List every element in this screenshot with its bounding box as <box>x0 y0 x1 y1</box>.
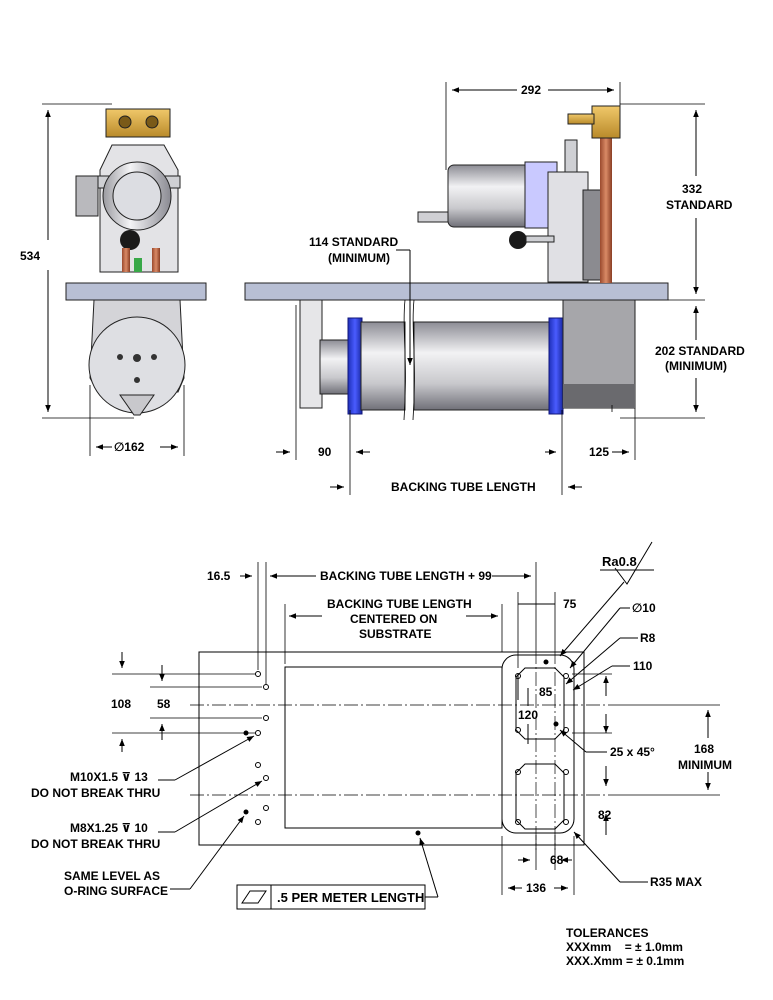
connector-box <box>75 175 99 217</box>
dim-125: 125 <box>589 445 609 459</box>
backing-tube-left <box>360 321 406 411</box>
tolerances-title: TOLERANCES <box>566 926 648 940</box>
dim-114-note: (MINIMUM) <box>328 251 390 265</box>
backing-tube-area <box>284 666 503 829</box>
dim-110: 110 <box>633 659 653 673</box>
dim-75: 75 <box>563 597 577 611</box>
dim-58: 58 <box>157 697 171 711</box>
side-housing <box>547 171 589 283</box>
lower-port <box>515 763 565 830</box>
dim-202-note: (MINIMUM) <box>665 359 727 373</box>
thread-m10-line1: M10X1.5 ⊽ 13 <box>70 770 148 784</box>
dim-85: 85 <box>539 685 553 699</box>
dim-534: 534 <box>20 249 40 263</box>
chamfer-label: 25 x 45° <box>610 745 655 759</box>
plan-view-dimensions: 16.5 BACKING TUBE LENGTH + 99 BACKING TU… <box>31 541 732 910</box>
upper-port <box>515 667 565 740</box>
dim-332-value: 332 <box>682 182 702 196</box>
same-level-line1: SAME LEVEL AS <box>64 869 160 883</box>
right-blue-flange <box>548 317 564 415</box>
roughness-label: Ra0.8 <box>602 554 637 569</box>
tolerances-line2: XXX.Xmm = ± 0.1mm <box>566 954 684 968</box>
same-level-line2: O-RING SURFACE <box>64 884 168 898</box>
dim-168-value: 168 <box>694 742 714 756</box>
front-view <box>65 108 207 416</box>
left-blue-flange <box>347 317 363 415</box>
brass-fitting <box>105 108 171 138</box>
port-frame <box>501 654 575 834</box>
backing-tube-length-label: BACKING TUBE LENGTH <box>391 480 536 494</box>
hole-diameter-label: ∅10 <box>632 601 656 615</box>
side-view <box>244 105 669 421</box>
plan-view <box>190 650 620 850</box>
dim-292: 292 <box>521 83 541 97</box>
side-view-dimensions: 292 332 STANDARD 202 STANDARD (MINIMUM) … <box>276 82 745 495</box>
dim-168-note: MINIMUM <box>678 758 732 772</box>
backing-tube-right <box>413 321 551 411</box>
tolerances-block: TOLERANCES XXXmm = ± 1.0mm XXX.Xmm = ± 0… <box>566 926 684 968</box>
dim-68: 68 <box>550 853 564 867</box>
dim-332-note: STANDARD <box>666 198 733 212</box>
dim-82: 82 <box>598 808 612 822</box>
thread-m10-line2: DO NOT BREAK THRU <box>31 786 160 800</box>
flatness-label: .5 PER METER LENGTH <box>277 890 424 905</box>
r35-label: R35 MAX <box>650 875 702 889</box>
side-knob <box>509 231 527 249</box>
dim-136: 136 <box>526 881 546 895</box>
left-bracket <box>299 299 323 409</box>
dim-108: 108 <box>111 697 131 711</box>
dim-16-5: 16.5 <box>207 569 231 583</box>
side-copper-pipe <box>600 130 612 283</box>
mounting-holes <box>255 671 569 825</box>
substrate-outline <box>198 651 585 846</box>
dim-90: 90 <box>318 445 332 459</box>
front-plate <box>65 282 207 301</box>
dim-diameter-162: ∅162 <box>114 440 145 454</box>
dim-120: 120 <box>518 708 538 722</box>
dim-114-value: 114 STANDARD <box>309 235 398 249</box>
side-plate <box>244 282 669 301</box>
tolerances-line1: XXXmm = ± 1.0mm <box>566 940 683 954</box>
thread-m8-line2: DO NOT BREAK THRU <box>31 837 160 851</box>
centered-note-3: SUBSTRATE <box>359 627 431 641</box>
thread-m8-line1: M8X1.25 ⊽ 10 <box>70 821 148 835</box>
front-knob <box>120 230 140 250</box>
flatness-symbol <box>241 890 267 904</box>
radius-r8-label: R8 <box>640 631 656 645</box>
side-brass-fitting <box>591 105 621 139</box>
dim-202-value: 202 STANDARD <box>655 344 745 358</box>
centered-note-1: BACKING TUBE LENGTH <box>327 597 472 611</box>
front-view-dimensions: 534 ∅162 <box>20 103 185 456</box>
side-motor <box>447 164 531 228</box>
overall-length-label: BACKING TUBE LENGTH + 99 <box>320 569 492 583</box>
centered-note-2: CENTERED ON <box>350 612 437 626</box>
